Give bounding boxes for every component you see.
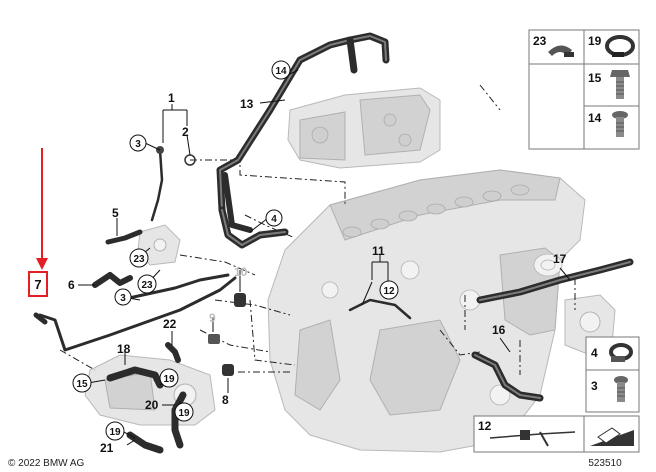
highlight-box-7: [28, 271, 48, 297]
label-15-circle: [72, 373, 92, 393]
bolt-15-icon: [610, 70, 630, 99]
label-20[interactable]: 20: [145, 398, 159, 412]
diagram-number: 523510: [588, 458, 622, 469]
coolant-pump: [84, 354, 216, 426]
label-19b-circle: [174, 402, 194, 422]
label-12[interactable]: 12: [383, 286, 395, 297]
band-clamp-19-icon: [605, 35, 635, 57]
label-23b[interactable]: 23: [141, 280, 153, 291]
label-18[interactable]: 18: [117, 342, 131, 356]
label-3b[interactable]: 3: [120, 293, 126, 304]
label-19a-circle: [159, 368, 179, 388]
screw-14-icon: [612, 111, 628, 137]
label-23b-circle: [137, 274, 157, 294]
label-11[interactable]: 11: [372, 244, 385, 258]
label-19b[interactable]: 19: [178, 408, 190, 419]
highlight-arrow-head: [36, 258, 48, 270]
label-6[interactable]: 6: [68, 278, 75, 292]
label-8[interactable]: 8: [222, 393, 229, 407]
clamp-4-icon: [609, 343, 633, 362]
label-14[interactable]: 14: [275, 66, 287, 77]
label-4-circle: [265, 209, 283, 227]
legend-cell-3[interactable]: 3: [591, 379, 598, 393]
label-4[interactable]: 4: [271, 214, 277, 225]
legend-cell-12[interactable]: 12: [478, 419, 492, 433]
label-5[interactable]: 5: [112, 206, 119, 220]
legend-top: 23 19 15 14: [528, 29, 640, 150]
label-10[interactable]: 10: [234, 265, 248, 279]
legend-bottom: 12: [473, 415, 640, 453]
label-21[interactable]: 21: [100, 441, 114, 455]
label-17[interactable]: 17: [553, 252, 567, 266]
label-3b-circle: [114, 288, 132, 306]
legend-cell-19[interactable]: 19: [588, 34, 602, 48]
cable-holder-12-icon: [489, 430, 576, 447]
label-23a[interactable]: 23: [133, 254, 145, 265]
copyright-text: © 2022 BMW AG: [8, 458, 85, 469]
wrench-symbol-icon: [590, 427, 634, 446]
label-23a-circle: [129, 248, 149, 268]
part-labels: 1 2 3 13 14 4 5 23 6 3 23 7 10 9 8 11 12…: [28, 60, 567, 455]
clamp-23-icon: [548, 45, 574, 57]
label-9[interactable]: 9: [209, 311, 216, 325]
legend-cell-15[interactable]: 15: [588, 71, 602, 85]
label-19c[interactable]: 19: [109, 427, 121, 438]
legend-cell-14[interactable]: 14: [588, 111, 602, 125]
label-19a[interactable]: 19: [163, 374, 175, 385]
label-7[interactable]: 7: [34, 277, 41, 292]
legend-cell-4[interactable]: 4: [591, 346, 598, 360]
label-14-circle: [271, 60, 291, 80]
legend-right: 4 3: [585, 336, 640, 413]
label-2[interactable]: 2: [182, 125, 189, 139]
oil-cooler-module: [287, 87, 441, 169]
legend-cell-23[interactable]: 23: [533, 34, 547, 48]
label-13[interactable]: 13: [240, 97, 254, 111]
hoses: [33, 32, 634, 454]
label-3a[interactable]: 3: [135, 139, 141, 150]
engine-block: [267, 169, 586, 453]
label-12-circle: [379, 280, 399, 300]
bolt-3-icon: [614, 376, 628, 402]
label-22[interactable]: 22: [163, 317, 177, 331]
label-15[interactable]: 15: [76, 379, 88, 390]
label-3a-circle: [129, 134, 147, 152]
label-16[interactable]: 16: [492, 323, 506, 337]
label-1[interactable]: 1: [168, 91, 175, 105]
label-19c-circle: [105, 421, 125, 441]
